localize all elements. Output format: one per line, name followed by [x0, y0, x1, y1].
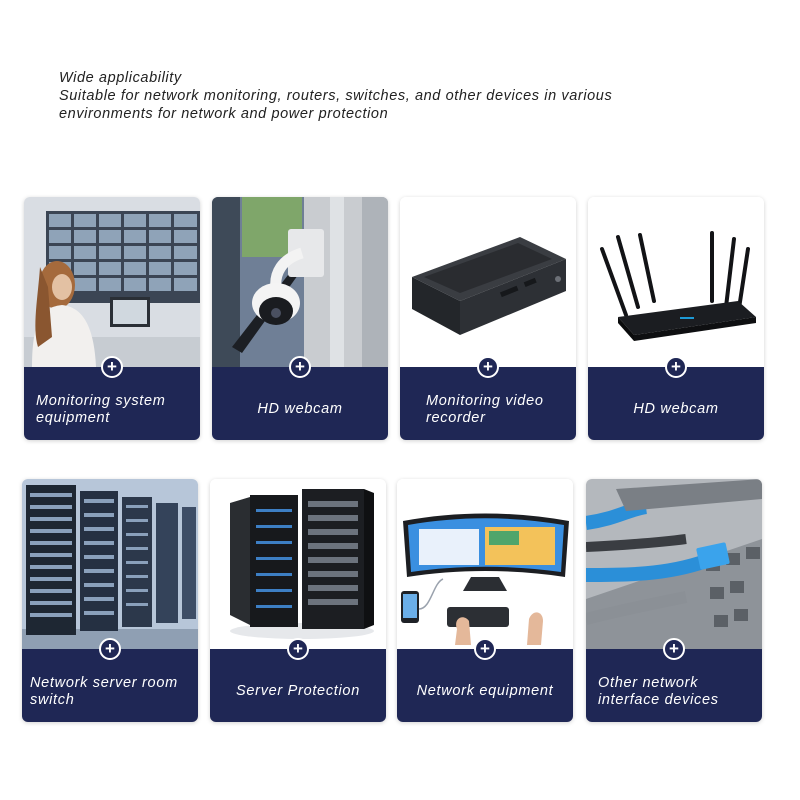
- intro-line-2: environments for network and power prote…: [59, 106, 389, 122]
- expand-plus-icon[interactable]: +: [477, 356, 499, 378]
- intro-text: Wide applicability Suitable for network …: [59, 69, 759, 123]
- monitoring-room-image: [24, 197, 200, 367]
- server-cabinet-image: [210, 479, 386, 649]
- card-label: HD webcam: [212, 367, 388, 440]
- expand-plus-icon[interactable]: +: [99, 638, 121, 660]
- card-label: Server Protection: [210, 649, 386, 722]
- expand-plus-icon[interactable]: +: [101, 356, 123, 378]
- expand-plus-icon[interactable]: +: [474, 638, 496, 660]
- expand-plus-icon[interactable]: +: [665, 356, 687, 378]
- intro-heading: Wide applicability: [59, 70, 182, 86]
- card-server-protection[interactable]: + Server Protection: [210, 479, 386, 722]
- desktop-setup-image: [397, 479, 573, 649]
- card-label: Monitoring video recorder: [400, 367, 576, 440]
- card-label: Other network interface devices: [586, 649, 762, 722]
- card-label: Monitoring system equipment: [24, 367, 200, 440]
- card-hd-webcam[interactable]: + HD webcam: [212, 197, 388, 440]
- server-racks-image: [22, 479, 198, 649]
- dome-camera-image: [212, 197, 388, 367]
- video-recorder-image: [400, 197, 576, 367]
- card-network-equipment[interactable]: + Network equipment: [397, 479, 573, 722]
- card-monitoring-system[interactable]: + Monitoring system equipment: [24, 197, 200, 440]
- card-label: HD webcam: [588, 367, 764, 440]
- ethernet-cables-image: [586, 479, 762, 649]
- card-label: Network equipment: [397, 649, 573, 722]
- card-video-recorder[interactable]: + Monitoring video recorder: [400, 197, 576, 440]
- expand-plus-icon[interactable]: +: [287, 638, 309, 660]
- card-network-interface[interactable]: + Other network interface devices: [586, 479, 762, 722]
- expand-plus-icon[interactable]: +: [663, 638, 685, 660]
- card-server-room-switch[interactable]: + Network server room switch: [22, 479, 198, 722]
- card-label: Network server room switch: [22, 649, 198, 722]
- intro-line-1: Suitable for network monitoring, routers…: [59, 88, 613, 104]
- expand-plus-icon[interactable]: +: [289, 356, 311, 378]
- wifi-router-image: [588, 197, 764, 367]
- card-hd-webcam-router[interactable]: + HD webcam: [588, 197, 764, 440]
